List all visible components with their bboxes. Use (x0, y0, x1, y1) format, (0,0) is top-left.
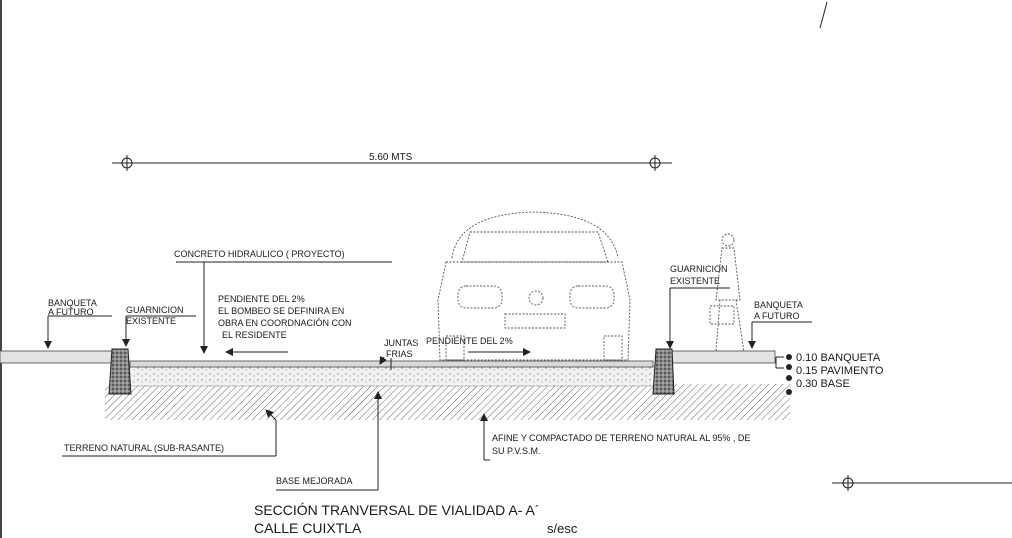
sidewalk-left (0, 350, 113, 364)
car-illustration (437, 211, 631, 361)
label-compaction-1: AFINE Y COMPACTADO DE TERRENO NATURAL AL… (492, 433, 750, 443)
dimension-label: 5.60 MTS (369, 152, 413, 163)
label-curb-right-1: GUARNICION (670, 264, 728, 274)
label-slope-2: EL BOMBEO SE DEFINIRA EN (218, 306, 344, 316)
label-slope-4: EL RESIDENTE (222, 330, 287, 340)
label-sidewalk-left-1: BANQUETA (48, 298, 97, 308)
label-sidewalk-right-2: A FUTURO (754, 311, 800, 321)
sidewalk-right (671, 350, 776, 364)
label-concrete: CONCRETO HIDRAULICO ( PROYECTO) (174, 249, 345, 259)
label-thickness-base: 0.30 BASE (796, 378, 850, 390)
section-title: SECCIÓN TRANVERSAL DE VIALIDAD A- A´ (254, 502, 540, 518)
label-curb-right-2: EXISTENTE (670, 276, 720, 286)
thickness-markers (786, 354, 792, 395)
label-natural-terrain: TERRENO NATURAL (SUB-RASANTE) (64, 443, 224, 453)
natural-terrain (105, 384, 790, 420)
curb-right (652, 348, 675, 395)
stray-mark-line (819, 1, 828, 29)
label-slope-1: PENDIENTE DEL 2% (218, 294, 305, 304)
leader-lines (44, 261, 1012, 491)
label-thickness-sidewalk: 0.10 BANQUETA (796, 352, 881, 364)
label-sidewalk-left-2: A FUTURO (48, 307, 94, 317)
label-curb-left-1: GUARNICION (126, 305, 184, 315)
label-sidewalk-right-1: BANQUETA (754, 300, 803, 310)
street-name: CALLE CUIXTLA (254, 520, 362, 536)
curb-left (108, 348, 132, 395)
label-slope-3: OBRA EN COORDNACIÓN CON (218, 318, 352, 328)
label-joints-1: JUNTAS (384, 338, 418, 348)
label-improved-base: BASE MEJORADA (276, 476, 353, 486)
label-compaction-2: SU P.V.S.M. (492, 446, 541, 456)
label-curb-left-2: EXISTENTE (126, 316, 176, 326)
scale-note: s/esc (547, 521, 578, 536)
label-joints-2: FRIAS (386, 349, 413, 359)
pedestrian-illustration (709, 233, 745, 353)
label-slope-right: PENDIENTE DEL 2% (426, 336, 513, 346)
width-dimension (112, 155, 672, 171)
label-thickness-pavement: 0.15 PAVIMENTO (796, 365, 884, 377)
